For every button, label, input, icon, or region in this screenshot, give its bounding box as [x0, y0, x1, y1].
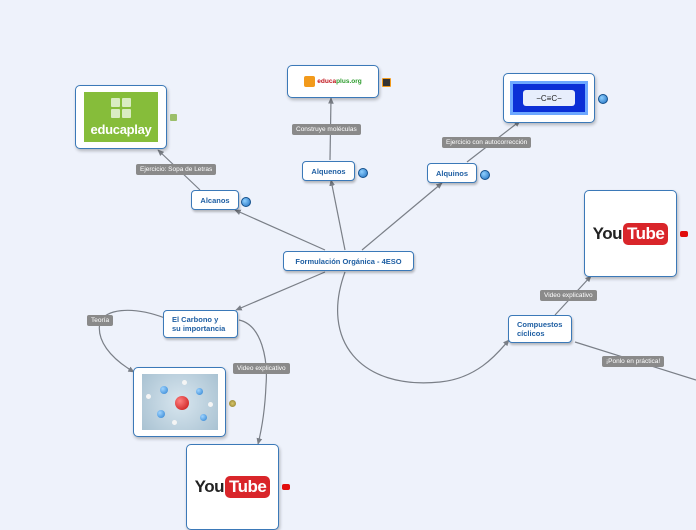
youtube-logo-you: You [194, 477, 225, 496]
topic-carbono-line1: El Carbono y [172, 315, 219, 324]
globe-icon[interactable] [241, 197, 251, 207]
topic-ciclicos-line2: cíclicos [517, 329, 545, 338]
link-label-teoria: Teoría [87, 315, 114, 326]
youtube-icon[interactable] [680, 231, 688, 237]
globe-icon[interactable] [598, 94, 608, 104]
molecule-image [141, 374, 218, 430]
central-topic-label: Formulación Orgánica - 4ESO [295, 256, 402, 266]
edge-center-carbono [235, 271, 326, 311]
educaplus-wordmark-b: plus.org [336, 78, 362, 85]
molecule-node[interactable] [133, 367, 226, 437]
educaplay-wordmark: educaplay [90, 121, 152, 137]
edge-center-alquinos [361, 182, 443, 251]
educaplus-logo: educaplus.org [304, 76, 362, 87]
link-label-alquenos: Construye moléculas [292, 124, 361, 135]
youtube-node-ciclicos[interactable]: You Tube [584, 190, 677, 277]
topic-ciclicos-line1: Compuestos [517, 320, 563, 329]
educaplus-node[interactable]: educaplus.org [287, 65, 379, 98]
youtube-logo: You Tube [195, 476, 271, 498]
youtube-icon[interactable] [282, 484, 290, 490]
topic-alquinos-label: Alquinos [435, 168, 469, 178]
link-label-practica: ¡Ponlo en práctica! [602, 356, 665, 367]
topic-ciclicos[interactable]: Compuestos cíclicos [508, 315, 572, 343]
globe-icon[interactable] [480, 170, 490, 180]
topic-alquinos[interactable]: Alquinos [427, 163, 477, 183]
edge-center-alcanos [234, 209, 326, 251]
link-label-alquinos: Ejercicio con autocorrección [442, 137, 532, 148]
topic-alcanos-label: Alcanos [200, 195, 230, 205]
educaplay-icon [111, 97, 131, 118]
topic-carbono-line2: su importancia [172, 324, 226, 333]
topic-alquenos-label: Alquenos [311, 166, 346, 176]
youtube-logo-you: You [592, 223, 623, 243]
alkyne-image: −C≡C− [510, 81, 588, 115]
link-label-ciclicos-video: Video explicativo [540, 290, 597, 301]
edge-carbono-youtube [238, 319, 267, 445]
topic-alquenos[interactable]: Alquenos [302, 161, 355, 181]
alkyne-formula: −C≡C− [523, 90, 575, 106]
educaplay-icon[interactable] [170, 114, 177, 121]
link-label-alcanos: Ejercicio: Sopa de Letras [136, 164, 217, 175]
educaplus-wordmark-a: educa [317, 78, 337, 85]
educaplay-logo: educaplay [84, 92, 158, 142]
globe-icon[interactable] [358, 168, 368, 178]
topic-alcanos[interactable]: Alcanos [191, 190, 239, 210]
educaplus-icon[interactable] [382, 78, 391, 87]
educaplus-icon [304, 76, 316, 87]
educaplay-node[interactable]: educaplay [75, 85, 167, 149]
image-source-icon[interactable] [229, 400, 236, 407]
edge-center-ciclicos [337, 271, 510, 384]
topic-carbono[interactable]: El Carbono y su importancia [163, 310, 238, 338]
alkyne-node[interactable]: −C≡C− [503, 73, 595, 123]
youtube-logo-tube: Tube [225, 476, 271, 498]
link-label-carbono-video: Video explicativo [233, 363, 290, 374]
youtube-logo: You Tube [592, 222, 669, 245]
youtube-node-carbono[interactable]: You Tube [186, 444, 279, 530]
youtube-logo-tube: Tube [623, 222, 669, 245]
edge-center-alquenos [329, 179, 346, 251]
central-topic[interactable]: Formulación Orgánica - 4ESO [283, 251, 414, 271]
